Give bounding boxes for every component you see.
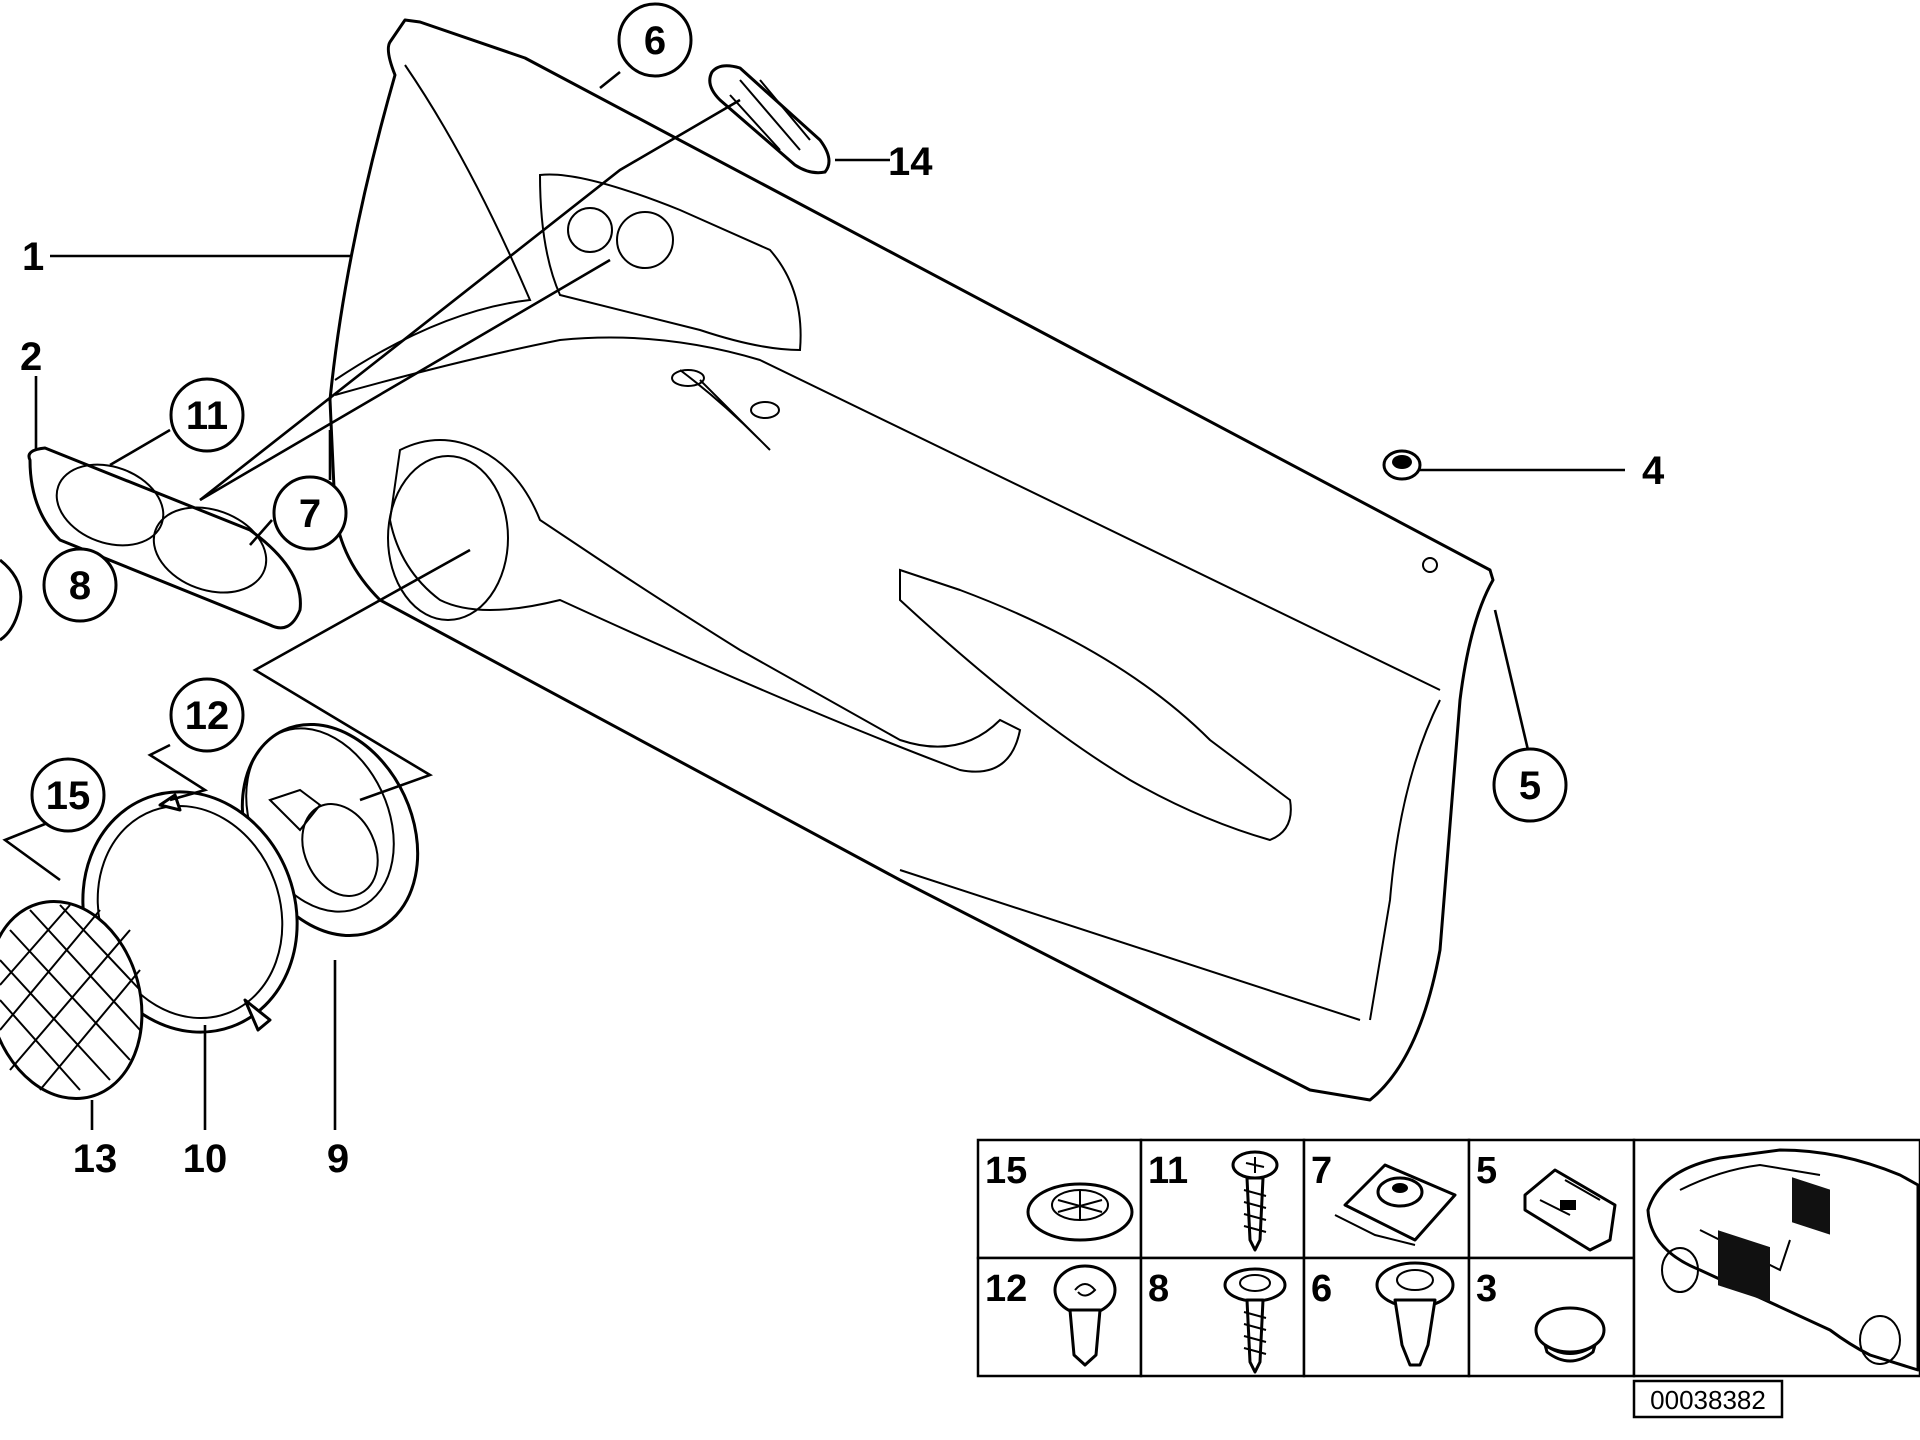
svg-text:1: 1 [22, 235, 44, 279]
expanding-plug-icon [1053, 1264, 1117, 1367]
svg-text:13: 13 [73, 1137, 118, 1181]
callout-8: 8 [42, 547, 118, 623]
svg-text:4: 4 [1642, 449, 1665, 493]
door-trim-panel[interactable] [328, 18, 1495, 1102]
push-rivet-icon [1026, 1182, 1134, 1242]
callout-6: 6 [617, 2, 693, 78]
svg-text:00038382: 00038382 [1650, 1385, 1766, 1415]
svg-text:15: 15 [46, 774, 91, 818]
legend-label-11: 11 [1148, 1150, 1188, 1192]
callout-2: 2 [20, 335, 42, 379]
callout-4: 4 [1642, 449, 1665, 493]
legend-label-6: 6 [1311, 1268, 1332, 1310]
svg-text:5: 5 [1519, 764, 1541, 808]
svg-text:14: 14 [888, 140, 933, 184]
callout-1: 1 [22, 235, 44, 279]
clip-nut-icon [1334, 1163, 1457, 1246]
cropped-callout-ring [0, 558, 23, 642]
legend-label-15: 15 [985, 1150, 1027, 1192]
speaker-grille-mesh[interactable] [0, 884, 163, 1116]
speaker-grille-frame[interactable] [27, 446, 302, 630]
fastener-legend: 15 11 7 5 12 8 6 3 [976, 1138, 1920, 1378]
svg-text:10: 10 [183, 1137, 228, 1181]
callout-14: 14 [888, 140, 933, 184]
washer-screw-icon [1223, 1267, 1287, 1374]
callout-15: 15 [30, 757, 106, 833]
trim-clip-icon [1375, 1261, 1455, 1367]
legend-label-7: 7 [1311, 1150, 1332, 1192]
callout-11: 11 [169, 377, 245, 453]
leader-lines [2, 70, 1625, 1130]
callout-7: 7 [272, 475, 348, 551]
callout-13: 13 [73, 1137, 118, 1181]
bracket-clip-icon [1523, 1168, 1617, 1252]
car-location-icon [1646, 1148, 1920, 1372]
legend-label-12: 12 [985, 1268, 1027, 1310]
diagram-reference-number: 00038382 [1632, 1379, 1784, 1419]
round-cap-icon [1534, 1306, 1606, 1363]
callout-9: 9 [327, 1137, 349, 1181]
svg-text:2: 2 [20, 335, 42, 379]
callout-12: 12 [169, 677, 245, 753]
svg-text:12: 12 [185, 694, 230, 738]
callout-10: 10 [183, 1137, 228, 1181]
callout-5: 5 [1492, 747, 1568, 823]
svg-text:6: 6 [644, 19, 666, 63]
mounting-clip[interactable] [708, 64, 831, 175]
legend-label-5: 5 [1476, 1150, 1497, 1192]
svg-text:8: 8 [69, 564, 91, 608]
svg-text:9: 9 [327, 1137, 349, 1181]
svg-text:7: 7 [299, 492, 321, 536]
screw-icon [1231, 1150, 1279, 1252]
svg-text:11: 11 [186, 394, 228, 438]
expanding-nut[interactable] [1382, 449, 1422, 481]
legend-label-3: 3 [1476, 1268, 1497, 1310]
legend-label-8: 8 [1148, 1268, 1169, 1310]
